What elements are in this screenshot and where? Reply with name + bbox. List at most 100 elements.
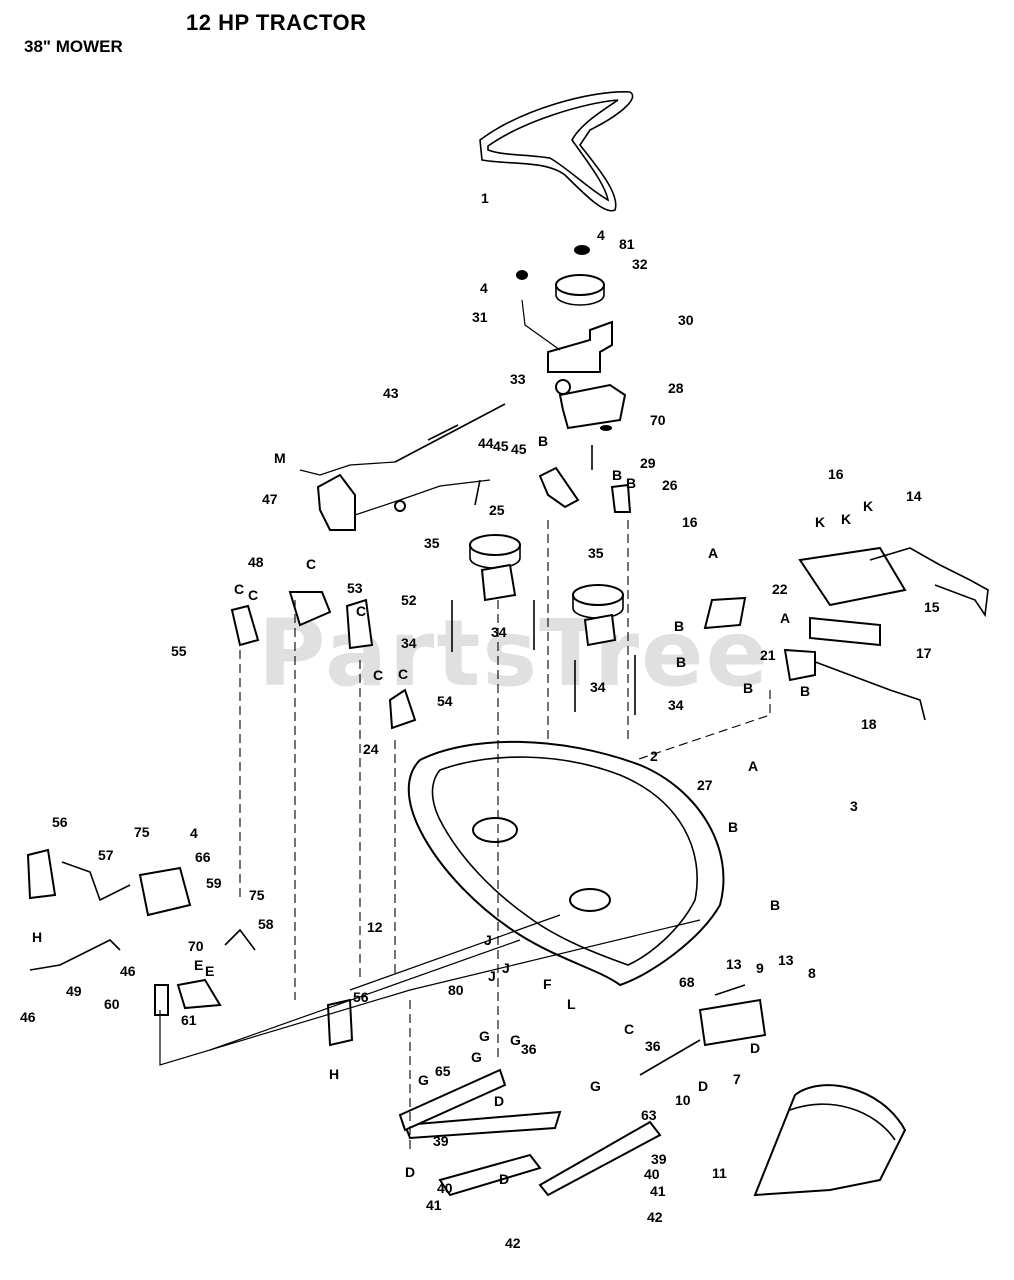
- idler-bracket-30[interactable]: [547, 320, 613, 373]
- callout-label-92[interactable]: 56: [353, 989, 369, 1005]
- callout-label-34[interactable]: 22: [772, 581, 788, 597]
- callout-label-54[interactable]: 34: [668, 697, 684, 713]
- callout-label-108[interactable]: D: [494, 1093, 504, 1109]
- bracket-59[interactable]: [138, 866, 192, 917]
- callout-label-90[interactable]: 46: [20, 1009, 36, 1025]
- callout-label-95[interactable]: G: [510, 1032, 521, 1048]
- blade-left-39[interactable]: [403, 1110, 562, 1140]
- rod-49[interactable]: [29, 939, 121, 971]
- rod-10[interactable]: [639, 1039, 701, 1076]
- callout-label-69[interactable]: 75: [249, 887, 265, 903]
- callout-label-21[interactable]: 26: [662, 477, 678, 493]
- callout-label-44[interactable]: B: [674, 618, 684, 634]
- callout-label-120[interactable]: 42: [505, 1235, 521, 1251]
- callout-label-104[interactable]: G: [418, 1072, 429, 1088]
- callout-label-99[interactable]: D: [698, 1078, 708, 1094]
- spindle-pulley-right[interactable]: [572, 584, 624, 647]
- callout-label-36[interactable]: C: [234, 581, 244, 597]
- callout-label-28[interactable]: 48: [248, 554, 264, 570]
- callout-label-71[interactable]: 58: [258, 916, 274, 932]
- callout-label-13[interactable]: M: [274, 450, 286, 466]
- callout-label-78[interactable]: E: [194, 957, 203, 973]
- callout-label-12[interactable]: 29: [640, 455, 656, 471]
- callout-label-30[interactable]: 35: [424, 535, 440, 551]
- callout-label-59[interactable]: A: [748, 758, 758, 774]
- bracket-53[interactable]: [288, 591, 332, 627]
- callout-label-19[interactable]: B: [612, 467, 622, 483]
- callout-label-32[interactable]: 16: [828, 466, 844, 482]
- callout-label-31[interactable]: 35: [588, 545, 604, 561]
- rod-18[interactable]: [809, 659, 926, 721]
- callout-label-97[interactable]: 36: [645, 1038, 661, 1054]
- callout-label-113[interactable]: D: [499, 1171, 509, 1187]
- blade-right-39[interactable]: [538, 1120, 662, 1197]
- callout-label-18[interactable]: 47: [262, 491, 278, 507]
- callout-label-2[interactable]: 4: [597, 227, 605, 243]
- callout-label-66[interactable]: 57: [98, 847, 114, 863]
- callout-label-101[interactable]: 7: [733, 1071, 741, 1087]
- callout-label-14[interactable]: 44: [478, 435, 494, 451]
- callout-label-35[interactable]: 15: [924, 599, 940, 615]
- callout-label-73[interactable]: H: [32, 929, 42, 945]
- callout-label-70[interactable]: B: [770, 897, 780, 913]
- callout-label-83[interactable]: 13: [778, 952, 794, 968]
- bracket-22[interactable]: [703, 596, 747, 630]
- callout-label-10[interactable]: 70: [650, 412, 666, 428]
- blade-lower-left[interactable]: [438, 1153, 542, 1197]
- callout-label-89[interactable]: 61: [181, 1012, 197, 1028]
- callout-label-112[interactable]: 39: [651, 1151, 667, 1167]
- callout-label-25[interactable]: 14: [906, 488, 922, 504]
- callout-label-26[interactable]: K: [841, 511, 851, 527]
- spring-9[interactable]: [714, 984, 746, 996]
- bracket-56-low[interactable]: [326, 998, 354, 1047]
- callout-label-61[interactable]: 3: [850, 798, 858, 814]
- callout-label-93[interactable]: L: [567, 996, 576, 1012]
- callout-label-27[interactable]: K: [863, 498, 873, 514]
- callout-label-6[interactable]: 31: [472, 309, 488, 325]
- callout-label-72[interactable]: 12: [367, 919, 383, 935]
- callout-label-76[interactable]: 46: [120, 963, 136, 979]
- bracket-54[interactable]: [388, 688, 417, 730]
- callout-label-16[interactable]: B: [538, 433, 548, 449]
- callout-label-60[interactable]: 27: [697, 777, 713, 793]
- callout-label-1[interactable]: 1: [481, 190, 489, 206]
- callout-label-38[interactable]: 53: [347, 580, 363, 596]
- callout-label-15[interactable]: 45: [511, 441, 527, 457]
- callout-label-22[interactable]: 25: [489, 502, 505, 518]
- callout-label-37[interactable]: C: [248, 587, 258, 603]
- callout-label-118[interactable]: 41: [426, 1197, 442, 1213]
- callout-label-68[interactable]: 59: [206, 875, 222, 891]
- callout-label-82[interactable]: 9: [756, 960, 764, 976]
- callout-label-20[interactable]: B: [626, 475, 636, 491]
- callout-label-51[interactable]: B: [800, 683, 810, 699]
- callout-label-55[interactable]: 54: [437, 693, 453, 709]
- bar-65[interactable]: [398, 1068, 507, 1132]
- callout-label-91[interactable]: 80: [448, 982, 464, 998]
- callout-label-81[interactable]: 13: [726, 956, 742, 972]
- callout-label-102[interactable]: H: [329, 1066, 339, 1082]
- drive-belt[interactable]: [479, 91, 634, 212]
- callout-label-56[interactable]: 18: [861, 716, 877, 732]
- callout-label-11[interactable]: 43: [383, 385, 399, 401]
- bar-17[interactable]: [809, 616, 881, 647]
- bracket-21[interactable]: [783, 648, 816, 682]
- callout-label-29[interactable]: C: [306, 556, 316, 572]
- callout-label-46[interactable]: 21: [760, 647, 776, 663]
- callout-label-103[interactable]: 65: [435, 1063, 451, 1079]
- callout-label-24[interactable]: K: [815, 514, 825, 530]
- callout-label-75[interactable]: J: [484, 932, 492, 948]
- callout-label-3[interactable]: 81: [619, 236, 635, 252]
- mower-deck-2[interactable]: [407, 740, 725, 987]
- callout-label-53[interactable]: C: [398, 666, 408, 682]
- lift-plate-14[interactable]: [798, 546, 907, 607]
- bracket-47[interactable]: [316, 473, 356, 531]
- discharge-chute-11[interactable]: [753, 1084, 907, 1197]
- callout-label-109[interactable]: 63: [641, 1107, 657, 1123]
- bracket-26[interactable]: [610, 483, 632, 513]
- callout-label-119[interactable]: 42: [647, 1209, 663, 1225]
- callout-label-48[interactable]: B: [676, 654, 686, 670]
- callout-label-23[interactable]: 16: [682, 514, 698, 530]
- callout-label-84[interactable]: 8: [808, 965, 816, 981]
- rod-43[interactable]: [394, 403, 506, 463]
- callout-label-47[interactable]: 17: [916, 645, 932, 661]
